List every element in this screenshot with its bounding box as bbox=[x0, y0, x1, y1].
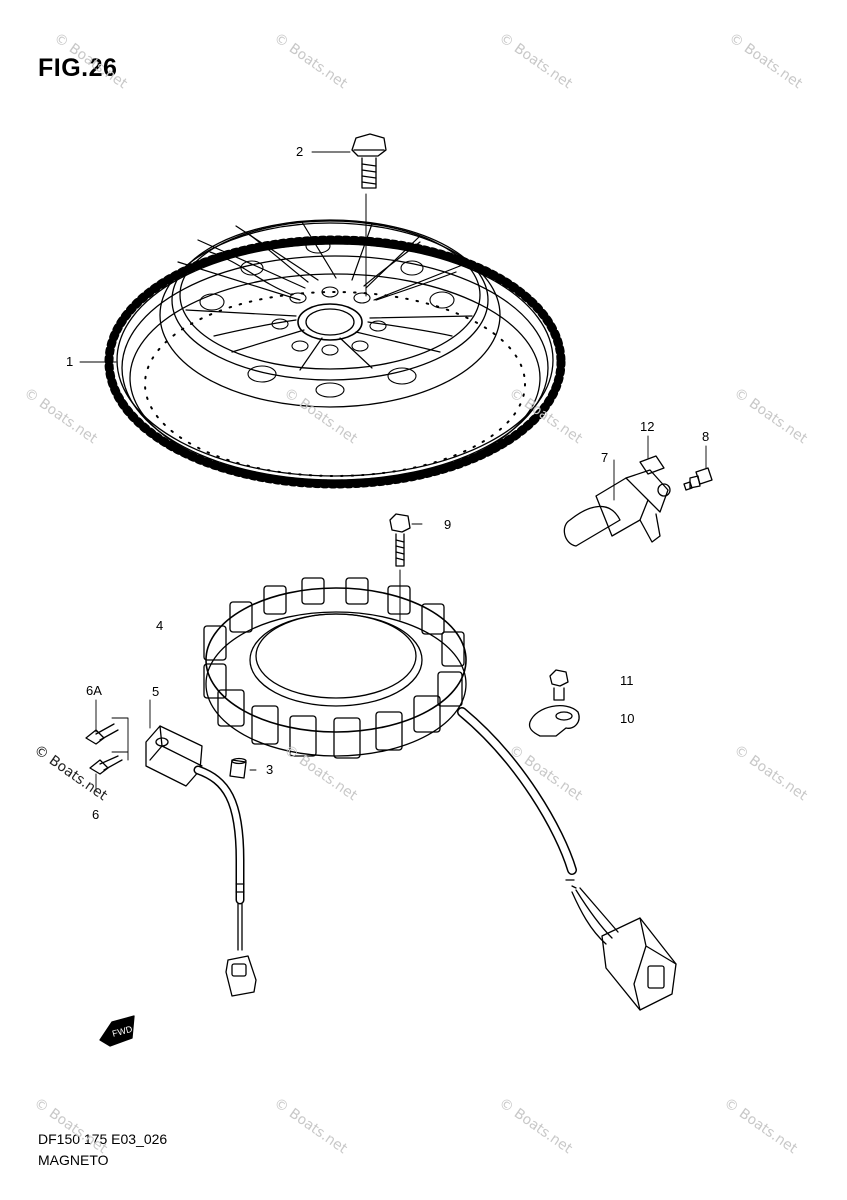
diagram-name: MAGNETO bbox=[38, 1152, 109, 1168]
callout-8: 8 bbox=[702, 429, 710, 444]
clamp-bolt bbox=[549, 669, 569, 701]
flywheel bbox=[104, 219, 566, 489]
stator-bolt bbox=[389, 513, 411, 621]
sensor-bracket bbox=[639, 455, 665, 475]
dowel-pin bbox=[229, 757, 247, 779]
callout-leaders bbox=[79, 151, 707, 793]
pulser-coil bbox=[145, 725, 203, 787]
stator bbox=[203, 577, 467, 759]
callout-12: 12 bbox=[640, 419, 655, 434]
callout-1: 1 bbox=[66, 354, 74, 369]
callout-7: 7 bbox=[601, 450, 609, 465]
callout-4: 4 bbox=[156, 618, 164, 633]
sensor-screw bbox=[683, 467, 713, 491]
diagram-code: DF150 175 E03_026 bbox=[38, 1131, 168, 1147]
crank-position-sensor bbox=[563, 469, 671, 547]
figure-title: FIG.26 bbox=[38, 54, 118, 82]
pulser-screws bbox=[85, 723, 123, 775]
callout-9: 9 bbox=[444, 517, 452, 532]
callout-11: 11 bbox=[620, 673, 634, 688]
callout-5: 5 bbox=[152, 684, 160, 699]
pulser-harness bbox=[193, 765, 257, 997]
callout-3: 3 bbox=[266, 762, 274, 777]
flywheel-bolt bbox=[351, 133, 387, 189]
stator-harness bbox=[457, 707, 677, 1011]
callout-10: 10 bbox=[620, 711, 635, 726]
callout-6a: 6A bbox=[86, 683, 102, 698]
harness-clamp bbox=[528, 705, 580, 737]
callout-6: 6 bbox=[92, 807, 100, 822]
callout-2: 2 bbox=[296, 144, 304, 159]
forward-direction-badge: FWD bbox=[99, 1015, 135, 1047]
